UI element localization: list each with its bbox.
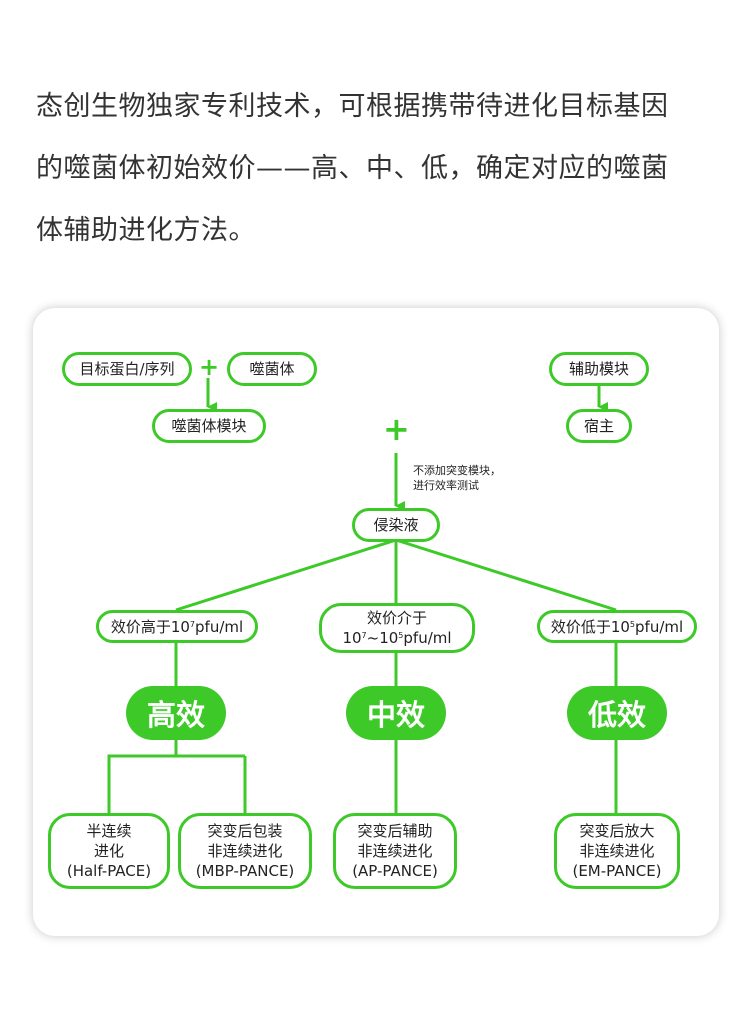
method-ap-pance: 突变后辅助 非连续进化 (AP-PANCE) bbox=[333, 813, 457, 889]
titer-high-label: 效价高于107pfu/ml bbox=[110, 617, 244, 636]
intro-paragraph: 态创生物独家专利技术，可根据携带待进化目标基因 的噬菌体初始效价——高、中、低，… bbox=[36, 76, 726, 262]
low-efficiency-badge: 低效 bbox=[567, 686, 667, 740]
titer-low-label: 效价低于105pfu/ml bbox=[550, 617, 684, 636]
titer-mid-line-1: 效价介于 bbox=[366, 609, 427, 627]
combine-plus-icon: + bbox=[383, 410, 410, 448]
method-em-pance-line-3: (EM-PANCE) bbox=[572, 862, 662, 880]
titer-high-node: 效价高于107pfu/ml bbox=[96, 610, 258, 643]
test-note-line-2: 进行效率测试 bbox=[413, 479, 479, 492]
method-ap-pance-line-2: 非连续进化 bbox=[357, 842, 433, 860]
phage-node: 噬菌体 bbox=[227, 352, 317, 386]
test-note: 不添加突变模块， 进行效率测试 bbox=[413, 463, 501, 493]
host-label: 宿主 bbox=[583, 417, 614, 435]
method-em-pance-line-2: 非连续进化 bbox=[579, 842, 655, 860]
method-mbp-pance: 突变后包装 非连续进化 (MBP-PANCE) bbox=[178, 813, 312, 889]
high-efficiency-badge: 高效 bbox=[126, 686, 226, 740]
method-ap-pance-line-1: 突变后辅助 bbox=[357, 822, 433, 840]
mid-efficiency-badge: 中效 bbox=[346, 686, 446, 740]
target-label: 目标蛋白/序列 bbox=[79, 360, 175, 378]
infection-label: 侵染液 bbox=[373, 516, 419, 534]
phage-module-node: 噬菌体模块 bbox=[152, 409, 266, 443]
method-mbp-pance-line-3: (MBP-PANCE) bbox=[195, 862, 295, 880]
target-node: 目标蛋白/序列 bbox=[62, 352, 192, 386]
host-node: 宿主 bbox=[566, 409, 632, 443]
plus-icon: + bbox=[199, 353, 220, 381]
test-note-line-1: 不添加突变模块， bbox=[413, 464, 501, 477]
helper-module-node: 辅助模块 bbox=[549, 352, 649, 386]
phage-label: 噬菌体 bbox=[249, 360, 295, 378]
method-half-pace: 半连续 进化 (Half-PACE) bbox=[48, 813, 170, 889]
infection-node: 侵染液 bbox=[352, 508, 440, 542]
method-mbp-pance-line-2: 非连续进化 bbox=[207, 842, 283, 860]
phage-module-label: 噬菌体模块 bbox=[171, 417, 247, 435]
intro-line-1: 态创生物独家专利技术，可根据携带待进化目标基因 bbox=[36, 91, 669, 122]
method-em-pance: 突变后放大 非连续进化 (EM-PANCE) bbox=[554, 813, 680, 889]
method-half-pace-line-2: 进化 bbox=[93, 842, 124, 860]
method-mbp-pance-line-1: 突变后包装 bbox=[207, 822, 283, 840]
titer-mid-node: 效价介于 107~105pfu/ml bbox=[319, 603, 475, 653]
titer-low-node: 效价低于105pfu/ml bbox=[537, 610, 697, 643]
method-ap-pance-line-3: (AP-PANCE) bbox=[352, 862, 438, 880]
method-half-pace-line-3: (Half-PACE) bbox=[66, 862, 152, 880]
helper-module-label: 辅助模块 bbox=[568, 360, 629, 378]
intro-line-3: 体辅助进化方法。 bbox=[36, 215, 256, 246]
intro-line-2: 的噬菌体初始效价——高、中、低，确定对应的噬菌 bbox=[36, 153, 669, 184]
titer-mid-line-2: 107~105pfu/ml bbox=[342, 629, 452, 647]
method-em-pance-line-1: 突变后放大 bbox=[579, 822, 655, 840]
method-half-pace-line-1: 半连续 bbox=[86, 822, 132, 840]
